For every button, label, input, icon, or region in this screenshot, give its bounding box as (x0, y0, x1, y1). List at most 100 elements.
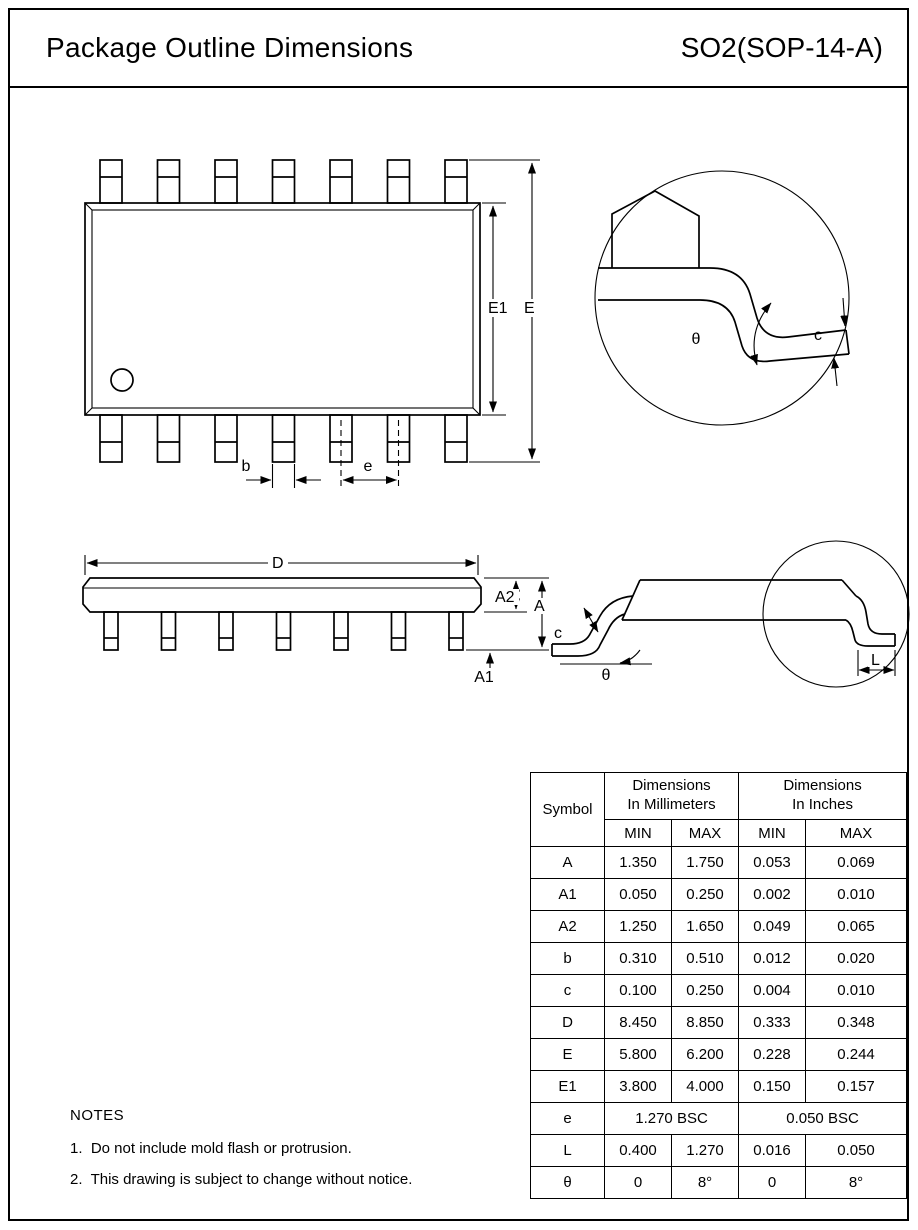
page-border (8, 8, 909, 1221)
dims-table-cell: 0.065 (805, 910, 908, 943)
dims-table-cell: 0 (604, 1166, 672, 1199)
dims-table-cell: 0.157 (805, 1070, 908, 1103)
right-lead-upper (855, 595, 895, 635)
dim-d: D (84, 554, 479, 575)
pin (160, 611, 177, 651)
dims-table-cell: 0.049 (738, 910, 807, 943)
dims-table-cell: 8° (670, 1166, 740, 1199)
package-name: SO2(SOP-14-A) (680, 32, 883, 63)
dims-table-cell: 0.348 (805, 1006, 908, 1039)
dims-table-cell: 6.200 (670, 1038, 740, 1071)
dims-table-cell: 1.270 (670, 1134, 740, 1167)
dim-a: A (466, 580, 549, 651)
lead-bend-detail: θ c (594, 170, 850, 426)
pin (390, 611, 407, 651)
pin (103, 611, 119, 651)
left-lead-upper (552, 595, 634, 645)
left-lead-lower (552, 613, 626, 657)
dims-table-cell: 1.650 (670, 910, 740, 943)
col-header-inches: Dimensions In Inches (738, 772, 908, 820)
dim-label-c-side: c (554, 625, 562, 642)
dim-label-l: L (871, 652, 880, 669)
pin (275, 611, 292, 651)
notes-title: NOTES (70, 1107, 125, 1124)
dim-label-e1: E1 (488, 300, 508, 317)
top-pins-lower-row (99, 414, 468, 463)
pin1-marker (110, 368, 134, 392)
col-header-symbol: Symbol (530, 772, 605, 847)
pin (156, 414, 181, 463)
top-pins-upper-row (99, 159, 468, 204)
dims-table-cell: E (530, 1038, 605, 1071)
dim-b: b (242, 458, 321, 488)
dims-table-cell: 0.053 (738, 846, 807, 879)
pin (333, 611, 349, 651)
dim-e1: E1 (482, 202, 509, 416)
side-lead-detail: c θ L (551, 540, 910, 688)
dims-table-cell: 8.850 (670, 1006, 740, 1039)
dims-table-cell: A (530, 846, 605, 879)
dims-table-cell: 8.450 (604, 1006, 672, 1039)
pin (444, 414, 468, 463)
dim-a2: A2 (484, 577, 549, 613)
dims-table-cell: θ (530, 1166, 605, 1199)
detail-circle (594, 170, 850, 426)
dims-table-cell: 8° (805, 1166, 908, 1199)
dim-label-d: D (272, 555, 284, 572)
dims-table-cell: A2 (530, 910, 605, 943)
dims-table-cell: 1.750 (670, 846, 740, 879)
dims-table-cell: 0.050 BSC (738, 1102, 908, 1135)
dim-label-b: b (242, 458, 251, 475)
body-corner (611, 190, 700, 268)
dims-table-cell: 0.016 (738, 1134, 807, 1167)
dims-table-cell: 0.228 (738, 1038, 807, 1071)
dims-table-cell: A1 (530, 878, 605, 911)
dims-table-cell: c (530, 974, 605, 1007)
side-view-leads (103, 611, 464, 651)
dims-table-cell: 5.800 (604, 1038, 672, 1071)
lead-upper-surface (598, 267, 847, 339)
dim-a1: A1 (474, 652, 494, 686)
dims-table-cell: 1.270 BSC (603, 1102, 740, 1135)
dims-table-cell: 0.310 (604, 942, 672, 975)
dim-label-a1: A1 (474, 669, 494, 686)
note-item: 2. This drawing is subject to change wit… (70, 1171, 413, 1188)
theta-angle-arc (750, 302, 772, 366)
dim-label-theta: θ (692, 331, 701, 348)
pin (218, 611, 234, 651)
pin (214, 414, 238, 463)
dim-label-a2: A2 (495, 589, 515, 606)
top-view: E1 E b e (84, 159, 540, 488)
col-header-in-min: MIN (738, 819, 807, 847)
dims-table-cell: 0.100 (604, 974, 672, 1007)
dims-table-cell: 0.010 (805, 974, 908, 1007)
dim-label-theta-side: θ (602, 667, 611, 684)
pin (329, 159, 353, 204)
lead-lower-surface (598, 299, 850, 363)
pin (156, 159, 181, 204)
dims-table-cell: L (530, 1134, 605, 1167)
dims-table-cell: 1.250 (604, 910, 672, 943)
col-header-mm-max: MAX (670, 819, 740, 847)
dim-e-pitch: e (340, 420, 400, 488)
pin (99, 414, 123, 463)
dim-label-a: A (534, 598, 545, 615)
dims-table-cell: 0.069 (805, 846, 908, 879)
pin (386, 159, 411, 204)
dims-table-cell: 0.002 (738, 878, 807, 911)
dims-table-cell: 3.800 (604, 1070, 672, 1103)
dims-table-cell: 0.004 (738, 974, 807, 1007)
pin (99, 159, 123, 204)
dims-table-cell: 0.050 (604, 878, 672, 911)
dims-table-cell: 0.012 (738, 942, 807, 975)
dims-table-cell: 0.400 (604, 1134, 672, 1167)
